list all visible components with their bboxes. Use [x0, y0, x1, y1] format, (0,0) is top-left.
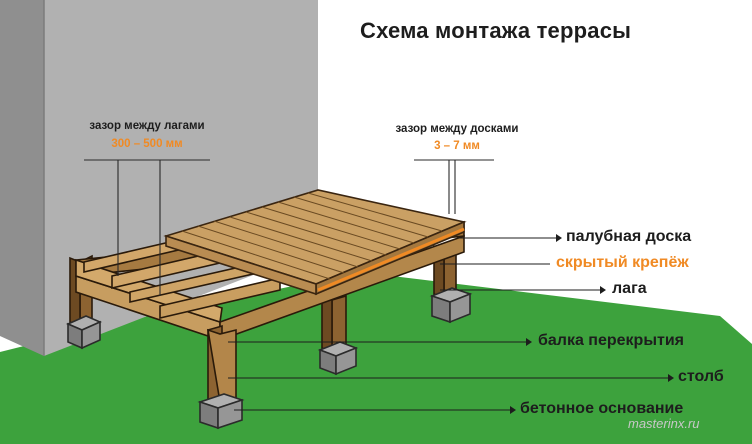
- joist-gap-dimension: [84, 159, 210, 296]
- front-left-concrete: [197, 393, 245, 430]
- joist-gap-value: 300 – 500 мм: [111, 138, 183, 150]
- leader-arrows: [510, 234, 674, 414]
- back-left-concrete: [66, 315, 102, 350]
- joist-gap-caption: зазор между лагами: [89, 120, 205, 132]
- middle-concrete: [317, 341, 359, 376]
- label-hidden-fastener: скрытый крепёж: [556, 254, 689, 271]
- front-left-post: [206, 324, 237, 406]
- house-wall-front: [0, 0, 44, 356]
- board-gap-caption: зазор между досками: [395, 123, 519, 135]
- label-post: столб: [678, 368, 724, 385]
- board-gap-dimension: [414, 159, 494, 214]
- back-right-concrete: [429, 287, 473, 324]
- leader-lines: [228, 237, 668, 411]
- page-title: Схема монтажа террасы: [360, 18, 632, 43]
- watermark: masterinx.ru: [628, 416, 700, 431]
- label-joist: лага: [612, 280, 647, 297]
- board-gap-value: 3 – 7 мм: [434, 140, 480, 152]
- label-decking-board: палубная доска: [566, 228, 692, 245]
- label-floor-beam: балка перекрытия: [538, 332, 684, 349]
- label-concrete-base: бетонное основание: [520, 400, 684, 417]
- middle-post: [321, 294, 347, 354]
- hidden-fastener-strip: [317, 227, 465, 292]
- deck-board-seams: [181, 192, 443, 280]
